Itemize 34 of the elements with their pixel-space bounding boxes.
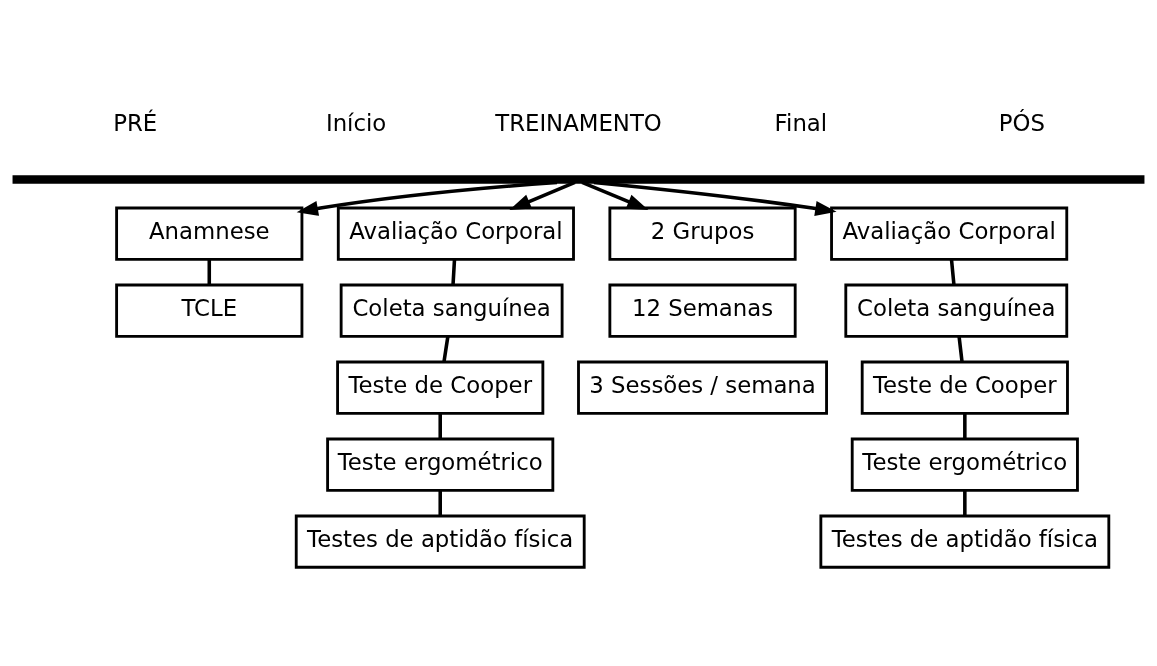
- label: PÓS: [998, 109, 1045, 136]
- node-box: Teste de Cooper: [860, 360, 1069, 415]
- connector: [963, 489, 967, 516]
- connector: [949, 258, 956, 285]
- arrow: [593, 180, 837, 216]
- node-box: 2 Grupos: [608, 206, 797, 261]
- connector: [963, 412, 967, 439]
- arrow: [509, 180, 576, 210]
- node-box: Teste ergométrico: [850, 437, 1079, 492]
- node-box: Testes de aptidão física: [294, 514, 586, 569]
- node-box: 3 Sessões / semana: [577, 360, 828, 415]
- node-box: Testes de aptidão física: [819, 514, 1111, 569]
- node-box: Coleta sanguínea: [339, 283, 564, 338]
- connector: [442, 335, 450, 362]
- node-box: 12 Semanas: [608, 283, 797, 338]
- label: Início: [325, 109, 387, 136]
- label: Final: [774, 109, 828, 136]
- node-box: Avaliação Corporal: [830, 206, 1069, 261]
- label: TREINAMENTO: [495, 109, 662, 136]
- node-box: Teste de Cooper: [336, 360, 545, 415]
- connector: [438, 412, 442, 439]
- connector: [438, 489, 442, 516]
- node-box: Teste ergométrico: [326, 437, 555, 492]
- label: PRÉ: [113, 109, 158, 136]
- arrow: [296, 180, 558, 216]
- connector: [957, 335, 964, 362]
- connector: [451, 258, 457, 285]
- node-box: Avaliação Corporal: [336, 206, 575, 261]
- connector: [207, 258, 212, 285]
- node-box: Coleta sanguínea: [844, 283, 1069, 338]
- node-box: Anamnese: [115, 206, 304, 261]
- node-bar: [12, 174, 1145, 184]
- arrow: [581, 180, 649, 210]
- node-box: TCLE: [115, 283, 304, 338]
